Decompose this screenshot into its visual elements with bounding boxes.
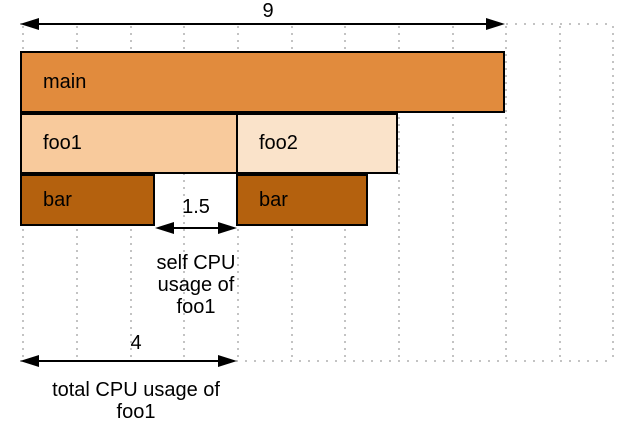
gridline-vertical — [183, 26, 185, 362]
gridline-horizontal-bottom — [20, 360, 614, 362]
arrow-right-head-icon — [218, 222, 237, 234]
caption-line: total CPU usage of — [52, 379, 220, 401]
gridline-vertical — [452, 26, 454, 362]
total-width-arrow — [20, 18, 505, 30]
self-usage-caption: self CPU usage of foo1 — [157, 252, 236, 318]
frame-bar-under-foo2: bar — [236, 174, 368, 226]
arrow-right-head-icon — [486, 18, 505, 30]
gridline-vertical — [398, 26, 400, 362]
gridline-vertical — [612, 26, 614, 362]
total-usage-value: 4 — [130, 332, 142, 354]
caption-line: usage of — [157, 274, 235, 296]
frame-bar-under-foo1: bar — [20, 174, 155, 226]
arrow-shaft — [158, 227, 234, 229]
arrow-right-head-icon — [218, 355, 237, 367]
caption-line: foo1 — [176, 296, 216, 318]
frame-main-label: main — [43, 70, 87, 93]
gridline-vertical — [505, 26, 507, 362]
total-usage-arrow — [20, 355, 237, 367]
self-usage-value: 1.5 — [182, 196, 210, 218]
gridline-vertical — [559, 26, 561, 362]
frame-bar-label: bar — [259, 188, 288, 211]
arrow-shaft — [23, 360, 234, 362]
self-usage-arrow — [155, 222, 237, 234]
total-width-value: 9 — [262, 0, 274, 22]
frame-foo2-label: foo2 — [259, 132, 298, 154]
caption-line: self CPU — [156, 252, 236, 274]
frame-main: main — [20, 51, 505, 113]
frame-foo1: foo1 — [20, 113, 238, 174]
frame-bar-label: bar — [43, 188, 72, 211]
frame-foo2: foo2 — [236, 113, 398, 174]
caption-line: foo1 — [116, 401, 156, 423]
frame-foo1-label: foo1 — [43, 132, 82, 154]
arrow-shaft — [23, 23, 502, 25]
total-usage-caption: total CPU usage of foo1 — [52, 379, 220, 423]
